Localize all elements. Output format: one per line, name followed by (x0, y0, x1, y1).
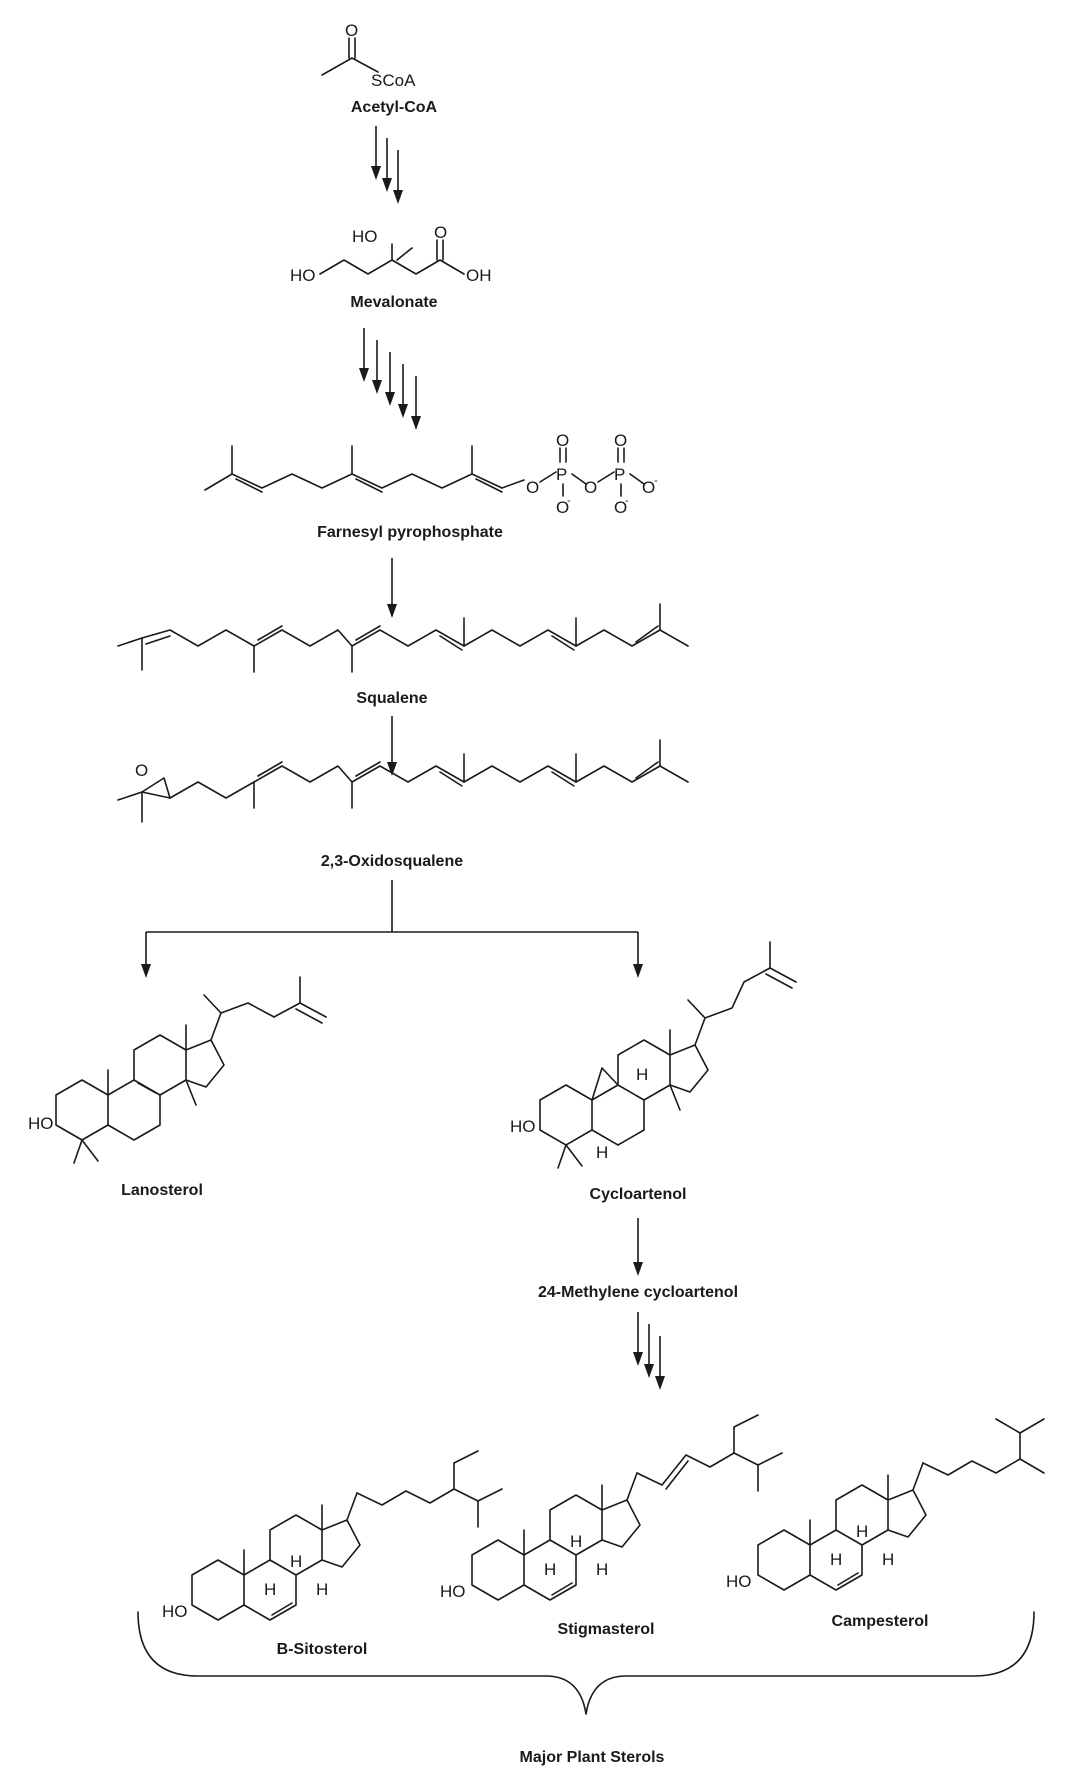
farnesyl-pyrophosphate-label: Farnesyl pyrophosphate (317, 524, 503, 541)
oxygen-atom: O (642, 478, 655, 497)
hydrogen-atom: H (544, 1560, 556, 1579)
hydrogen-atom: H (882, 1550, 894, 1569)
methylene-cycloartenol-label: 24-Methylene cycloartenol (538, 1284, 738, 1301)
hydroxyl-group: HO (440, 1582, 466, 1601)
arrow-group-3 (633, 1312, 665, 1390)
arrow-down-icon (382, 138, 392, 192)
squalene-label: Squalene (356, 690, 427, 707)
oxygen-atom: O (614, 498, 627, 517)
lanosterol-structure: HO (28, 976, 327, 1164)
arrow-down-icon (644, 1324, 654, 1378)
arrow-down-icon (371, 126, 381, 180)
arrow-down-icon (633, 1218, 643, 1276)
hydroxyl-group: HO (28, 1114, 54, 1133)
oxidosqualene-structure: O (117, 739, 689, 823)
sitosterol-structure: HO H H H (162, 1450, 503, 1621)
cycloartenol-structure: HO H H (510, 941, 797, 1169)
oxidosqualene-label: 2,3-Oxidosqualene (321, 853, 463, 870)
oxygen-atom: O (556, 498, 569, 517)
negative-charge: - (654, 475, 658, 487)
hydrogen-atom: H (856, 1522, 868, 1541)
oxygen-atom: O (526, 478, 539, 497)
scoa-group: SCoA (371, 71, 416, 90)
arrow-down-icon (633, 1312, 643, 1366)
arrow-down-icon (372, 340, 382, 394)
hydroxyl-group: HO (162, 1602, 188, 1621)
arrow-down-icon (655, 1336, 665, 1390)
arrow-down-icon (359, 328, 369, 382)
campesterol-label: Campesterol (832, 1613, 929, 1630)
hydrogen-atom: H (596, 1143, 608, 1162)
mevalonate-label: Mevalonate (350, 294, 437, 311)
hydrogen-atom: H (570, 1532, 582, 1551)
hydrogen-atom: H (290, 1552, 302, 1571)
hydroxyl-group: HO (290, 266, 316, 285)
arrow-group-1 (371, 126, 403, 204)
branch-arrow (141, 880, 643, 978)
arrow-down-icon (633, 964, 643, 978)
cycloartenol-label: Cycloartenol (590, 1186, 687, 1203)
hydroxyl-group: HO (726, 1572, 752, 1591)
arrow-down-icon (387, 716, 397, 776)
epoxide-oxygen: O (135, 761, 148, 780)
hydrogen-atom: H (264, 1580, 276, 1599)
negative-charge: - (567, 495, 571, 507)
arrow-down-icon (387, 558, 397, 618)
campesterol-structure: HO H H H (726, 1418, 1045, 1591)
acetyl-coa-structure: O SCoA (321, 21, 416, 90)
stigmasterol-label: Stigmasterol (558, 1621, 655, 1638)
phosphorus-atom: P (614, 465, 625, 484)
hydrogen-atom: H (596, 1560, 608, 1579)
hydrogen-atom: H (316, 1580, 328, 1599)
arrow-down-icon (398, 364, 408, 418)
arrow-down-icon (385, 352, 395, 406)
oxygen-atom: O (345, 21, 358, 40)
hydroxyl-group: OH (466, 266, 492, 285)
oxygen-atom: O (434, 223, 447, 242)
farnesyl-pyrophosphate-structure: O P O O - O P O O - O - (204, 431, 658, 517)
arrow-down-icon (411, 376, 421, 430)
phosphorus-atom: P (556, 465, 567, 484)
hydrogen-atom: H (830, 1550, 842, 1569)
hydrogen-atom: H (636, 1065, 648, 1084)
hydroxyl-group: HO (352, 227, 378, 246)
oxygen-atom: O (556, 431, 569, 450)
lanosterol-label: Lanosterol (121, 1182, 203, 1199)
oxygen-atom: O (584, 478, 597, 497)
squalene-structure (117, 603, 689, 673)
negative-charge: - (625, 495, 629, 507)
arrow-down-icon (393, 150, 403, 204)
arrow-down-icon (141, 964, 151, 978)
arrow-group-2 (359, 328, 421, 430)
sitosterol-label: Β-Sitosterol (277, 1641, 368, 1658)
acetyl-coa-label: Acetyl-CoA (351, 99, 438, 116)
major-plant-sterols-label: Major Plant Sterols (520, 1749, 665, 1766)
stigmasterol-structure: HO H H H (440, 1414, 783, 1601)
brace-icon (137, 1611, 1035, 1715)
hydroxyl-group: HO (510, 1117, 536, 1136)
oxygen-atom: O (614, 431, 627, 450)
mevalonate-structure: HO HO O OH (290, 223, 492, 285)
